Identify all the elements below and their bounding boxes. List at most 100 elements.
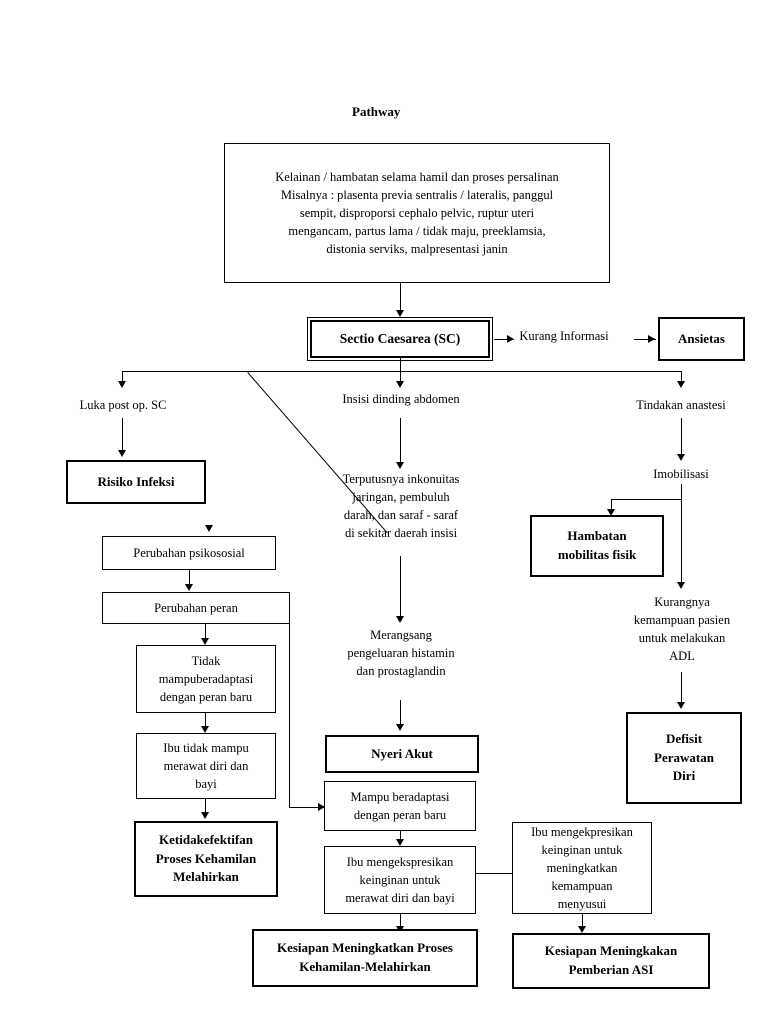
- arrowhead-sc-to-psikososial: [205, 525, 213, 532]
- node-defisit-perawatan-diri: Defisit Perawatan Diri: [626, 712, 742, 804]
- etiology-line-4: mengancam, partus lama / tidak maju, pre…: [288, 224, 546, 239]
- connector-mampu-to-ibu-ekspresi: [400, 831, 402, 843]
- arrowhead-merangsang-to-nyeri: [396, 724, 404, 731]
- kesiapan-kehamilan-line-1: Kesiapan Meningkatkan Proses: [276, 940, 453, 956]
- node-ansietas: Ansietas: [658, 317, 745, 361]
- connector-terputusnya-to-merangsang: [400, 556, 402, 618]
- node-ibu-tidak-mampu: Ibu tidak mampu merawat diri dan bayi: [136, 733, 276, 799]
- etiology-line-1: Kelainan / hambatan selama hamil dan pro…: [275, 169, 559, 184]
- connector-ibu-ekspresi-to-menyusui: [476, 873, 512, 875]
- label-kurang-informasi: Kurang Informasi: [519, 329, 609, 343]
- etiology-line-5: distonia serviks, malpresentasi janin: [326, 242, 508, 257]
- connector-bar-to-luka: [122, 371, 124, 383]
- kurangnya-line-3: untuk melakukan: [638, 631, 726, 646]
- arrowhead-luka-to-risiko: [118, 450, 126, 457]
- arrowhead-etiology-to-sc: [396, 310, 404, 317]
- kurangnya-line-2: kemampuan pasien: [633, 613, 731, 628]
- node-ketidakefektifan-proses: Ketidakefektifan Proses Kehamilan Melahi…: [134, 821, 278, 897]
- connector-peran-right-to-mampu: [289, 807, 325, 809]
- ketidakefektifan-line-2: Proses Kehamilan: [155, 850, 257, 866]
- connector-merangsang-to-nyeri: [400, 700, 402, 726]
- kesiapan-asi-line-1: Kesiapan Meningkakan: [544, 943, 678, 959]
- arrowhead-peran-to-tidak-mampu: [201, 638, 209, 645]
- connector-ibu-ekspresi-to-kesiapan: [400, 914, 402, 930]
- connector-kurangnya-to-defisit: [681, 672, 683, 704]
- connector-anastesi-to-imobilisasi: [681, 418, 683, 456]
- arrowhead-bar-to-insisi: [396, 381, 404, 388]
- node-kesiapan-asi: Kesiapan Meningkakan Pemberian ASI: [512, 933, 710, 989]
- ibu-menyusui-line-1: Ibu mengekpresikan: [531, 824, 633, 839]
- terputusnya-line-1: Terputusnya inkonuitas: [342, 472, 460, 486]
- kesiapan-kehamilan-line-2: Kehamilan-Melahirkan: [299, 959, 431, 974]
- arrowhead-insisi-to-terputusnya: [396, 462, 404, 469]
- connector-bar-to-insisi: [400, 371, 402, 383]
- terputusnya-line-4: di sekitar daerah insisi: [344, 526, 458, 541]
- label-luka-post-op: Luka post op. SC: [79, 398, 167, 412]
- arrowhead-bar-to-anastesi: [677, 381, 685, 388]
- connector-imobilisasi-stub: [681, 484, 683, 500]
- node-kesiapan-kehamilan: Kesiapan Meningkatkan Proses Kehamilan-M…: [252, 929, 478, 987]
- kurangnya-line-1: Kurangnya: [654, 595, 710, 609]
- node-risiko-infeksi: Risiko Infeksi: [66, 460, 206, 504]
- page-title: Pathway: [352, 104, 401, 119]
- defisit-line-2: Perawatan: [654, 749, 714, 765]
- connector-imobilisasi-bar: [611, 499, 682, 501]
- connector-etiology-to-sc: [400, 283, 402, 312]
- ketidakefektifan-line-3: Melahirkan: [173, 869, 239, 885]
- connector-sc-distribution-bar: [122, 371, 681, 373]
- hambatan-line-2: mobilitas fisik: [557, 547, 637, 562]
- connector-sc-down-stub: [400, 358, 402, 372]
- mampu-beradaptasi-line-1: Mampu beradaptasi: [350, 789, 450, 804]
- arrowhead-kurangnya-to-defisit: [677, 702, 685, 709]
- node-etiology: Kelainan / hambatan selama hamil dan pro…: [224, 143, 610, 283]
- node-ibu-mengekspresikan-merawat: Ibu mengekspresikan keinginan untuk mera…: [324, 846, 476, 914]
- arrowhead-peran-to-mampu: [318, 803, 325, 811]
- ibu-tidak-mampu-line-1: Ibu tidak mampu: [163, 740, 249, 755]
- defisit-line-3: Diri: [672, 768, 696, 784]
- connector-sc-to-kurang-informasi: [494, 339, 514, 341]
- terputusnya-line-3: darah, dan saraf - saraf: [343, 508, 459, 523]
- ketidakefektifan-line-1: Ketidakefektifan: [159, 831, 253, 847]
- node-perubahan-peran: Perubahan peran: [102, 592, 290, 624]
- arrowhead-menyusui-to-kesiapan-asi: [578, 926, 586, 933]
- node-ibu-mengekpresikan-menyusui: Ibu mengekpresikan keinginan untuk menin…: [512, 822, 652, 914]
- label-insisi-dinding-abdomen: Insisi dinding abdomen: [342, 392, 460, 406]
- defisit-line-1: Defisit: [665, 730, 703, 746]
- arrowhead-anastesi-to-imobilisasi: [677, 454, 685, 461]
- connector-peran-to-tidak-mampu: [205, 624, 207, 640]
- label-kurangnya-kemampuan: Kurangnya kemampuan pasien untuk melakuk…: [614, 593, 750, 666]
- kesiapan-asi-line-2: Pemberian ASI: [568, 962, 654, 977]
- merangsang-line-2: pengeluaran histamin: [347, 646, 455, 661]
- connector-imobilisasi-to-hambatan: [611, 499, 613, 511]
- arrowhead-imobilisasi-to-hambatan: [607, 509, 615, 516]
- node-mampu-beradaptasi: Mampu beradaptasi dengan peran baru: [324, 781, 476, 831]
- ibu-tidak-mampu-line-2: merawat diri dan: [163, 758, 249, 773]
- node-perubahan-psikososial: Perubahan psikososial: [102, 536, 276, 570]
- connector-ibu-tidak-mampu-to-ketidakefektifan: [205, 799, 207, 816]
- connector-kurang-informasi-to-ansietas: [634, 339, 656, 341]
- connector-imobilisasi-to-kurangnya: [681, 499, 683, 584]
- connector-luka-to-risiko: [122, 418, 124, 452]
- connector-peran-right-down: [289, 607, 291, 808]
- connector-menyusui-to-kesiapan-asi: [582, 914, 584, 930]
- tidak-mampu-line-3: dengan peran baru: [159, 690, 253, 705]
- hambatan-line-1: Hambatan: [567, 528, 627, 544]
- node-tidak-mampu-beradaptasi: Tidak mampuberadaptasi dengan peran baru: [136, 645, 276, 713]
- kurangnya-line-4: ADL: [669, 649, 695, 664]
- connector-insisi-to-terputusnya: [400, 418, 402, 464]
- arrowhead-psikososial-to-peran: [185, 584, 193, 591]
- connector-psikososial-to-peran: [189, 570, 191, 586]
- arrowhead-mampu-to-ibu-ekspresi: [396, 839, 404, 846]
- arrowhead-sc-to-kurang-informasi: [507, 335, 514, 343]
- label-tindakan-anastesi: Tindakan anastesi: [636, 398, 726, 412]
- arrowhead-tidak-mampu-to-ibu-tidak-mampu: [201, 726, 209, 733]
- tidak-mampu-line-1: Tidak: [191, 653, 221, 668]
- ibu-mengekspresikan-line-3: merawat diri dan bayi: [345, 891, 455, 906]
- arrowhead-ibu-tidak-mampu-to-ketidakefektifan: [201, 812, 209, 819]
- arrowhead-imobilisasi-to-kurangnya: [677, 582, 685, 589]
- ibu-menyusui-line-4: kemampuan: [551, 879, 613, 894]
- merangsang-line-3: dan prostaglandin: [356, 664, 446, 679]
- ibu-menyusui-line-2: keinginan untuk: [541, 842, 623, 857]
- ibu-menyusui-line-5: menyusui: [557, 897, 607, 912]
